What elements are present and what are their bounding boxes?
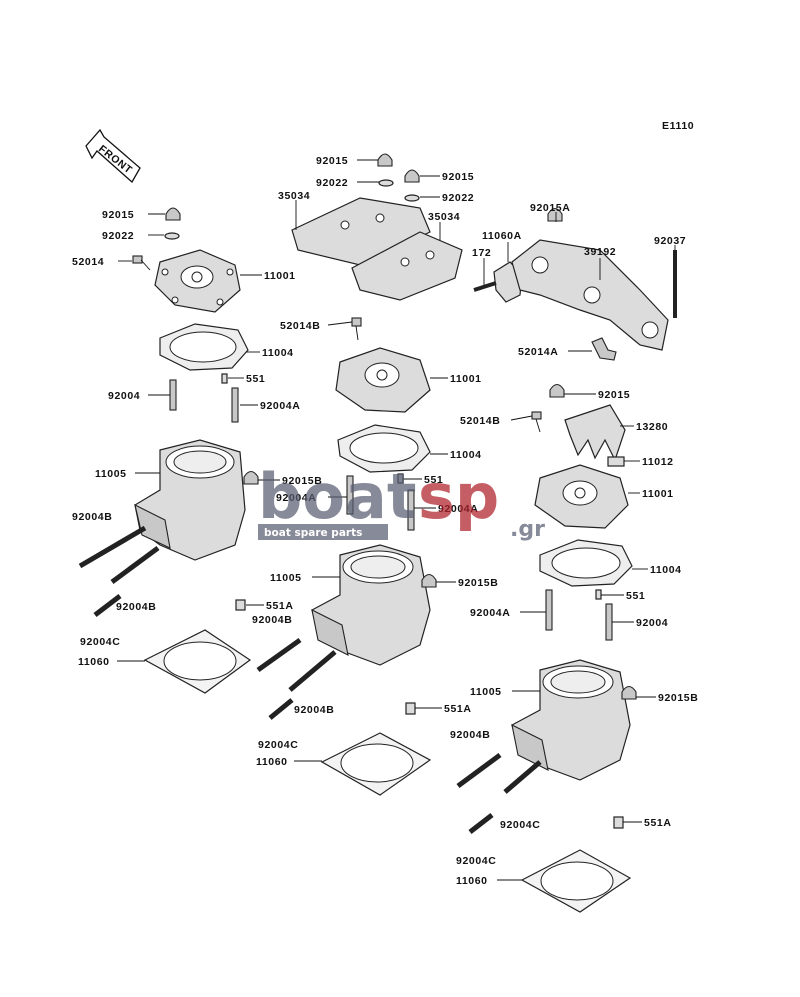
label-m11: 551 <box>424 474 443 486</box>
diagram-code: E1110 <box>662 120 694 132</box>
label-m9: 11004 <box>450 449 482 461</box>
label-m18: 551A <box>444 703 472 715</box>
dowel-551 <box>221 373 228 384</box>
label-r1: 92015A <box>530 202 570 214</box>
watermark-tagline-bar <box>258 524 388 540</box>
watermark-brand-left: boat <box>258 460 416 533</box>
bracket-13280 <box>564 404 626 462</box>
label-r4: 39192 <box>584 246 616 258</box>
label-r22: 11060 <box>456 875 488 887</box>
label-r3: 172 <box>472 247 491 259</box>
label-r16: 11005 <box>470 686 502 698</box>
dowel-551A-left <box>235 599 246 611</box>
label-r9: 13280 <box>636 421 668 433</box>
label-l13: 92004C <box>80 636 120 648</box>
label-m2: 92015 <box>442 171 474 183</box>
label-r14: 551 <box>626 590 645 602</box>
label-m19: 11060 <box>256 756 288 768</box>
label-l15: 11060 <box>78 656 110 668</box>
label-r12: 11004 <box>650 564 682 576</box>
watermark-logo: boat sp .gr boat spare parts <box>258 460 545 542</box>
watermark-tagline: boat spare parts <box>264 527 362 539</box>
elbow-52014A <box>591 337 617 361</box>
label-l3: 52014 <box>72 256 104 268</box>
label-r7: 92015 <box>598 389 630 401</box>
stud-92004A <box>231 387 239 423</box>
label-l4: 11001 <box>264 270 296 282</box>
label-m15: 92004B <box>252 614 292 626</box>
label-l9: 11005 <box>95 468 127 480</box>
label-r5: 92037 <box>654 235 686 247</box>
label-l11: 92004B <box>72 511 112 523</box>
label-r18: 92004B <box>450 729 490 741</box>
bolt-52014 <box>132 255 151 271</box>
label-l14: 551A <box>266 600 294 612</box>
middle-assembly: 92015 92015 92022 92022 35034 35034 5201… <box>252 153 498 796</box>
label-m13: 11005 <box>270 572 302 584</box>
label-r17: 92015B <box>658 692 698 704</box>
left-assembly: 92015 92022 52014 11001 11004 92004 551 … <box>72 207 322 694</box>
stud-92004 <box>169 379 177 411</box>
label-l1: 92015 <box>102 209 134 221</box>
label-m16: 92004B <box>294 704 334 716</box>
watermark-brand-right: sp <box>418 460 499 533</box>
studs-92004B-left <box>78 525 160 617</box>
label-r10: 11012 <box>642 456 674 468</box>
label-l5: 11004 <box>262 347 294 359</box>
label-m1: 92015 <box>316 155 348 167</box>
label-r20: 92004C <box>456 855 496 867</box>
label-m6: 35034 <box>428 211 460 223</box>
label-l10: 92015B <box>282 475 322 487</box>
label-l12: 92004B <box>116 601 156 613</box>
label-m5: 35034 <box>278 190 310 202</box>
label-m4: 92022 <box>442 192 474 204</box>
front-arrow-icon: FRONT <box>85 128 141 184</box>
label-r6: 52014A <box>518 346 558 358</box>
label-r19: 92004C <box>500 819 540 831</box>
label-m3: 92022 <box>316 177 348 189</box>
watermark-suffix: .gr <box>510 517 545 542</box>
label-l6: 92004 <box>108 390 140 402</box>
label-l2: 92022 <box>102 230 134 242</box>
right-assembly: 92015A 11060A 172 39192 92037 52014A 920… <box>450 202 698 913</box>
label-r13: 92004A <box>470 607 510 619</box>
label-m17: 92004C <box>258 739 298 751</box>
label-r15: 92004 <box>636 617 668 629</box>
label-r11: 11001 <box>642 488 674 500</box>
label-r21: 551A <box>644 817 672 829</box>
label-m7: 52014B <box>280 320 320 332</box>
label-r2: 11060A <box>482 230 522 242</box>
label-r8: 52014B <box>460 415 500 427</box>
label-l8: 92004A <box>260 400 300 412</box>
label-l7: 551 <box>246 373 265 385</box>
cap-nut-left <box>165 207 181 221</box>
label-m8: 11001 <box>450 373 482 385</box>
washer-left <box>164 232 180 240</box>
label-m12: 92004A <box>438 503 478 515</box>
label-m10: 92004A <box>276 492 316 504</box>
studs-92004B-right <box>456 752 542 834</box>
studs-92004B-middle <box>256 637 337 720</box>
label-m14: 92015B <box>458 577 498 589</box>
